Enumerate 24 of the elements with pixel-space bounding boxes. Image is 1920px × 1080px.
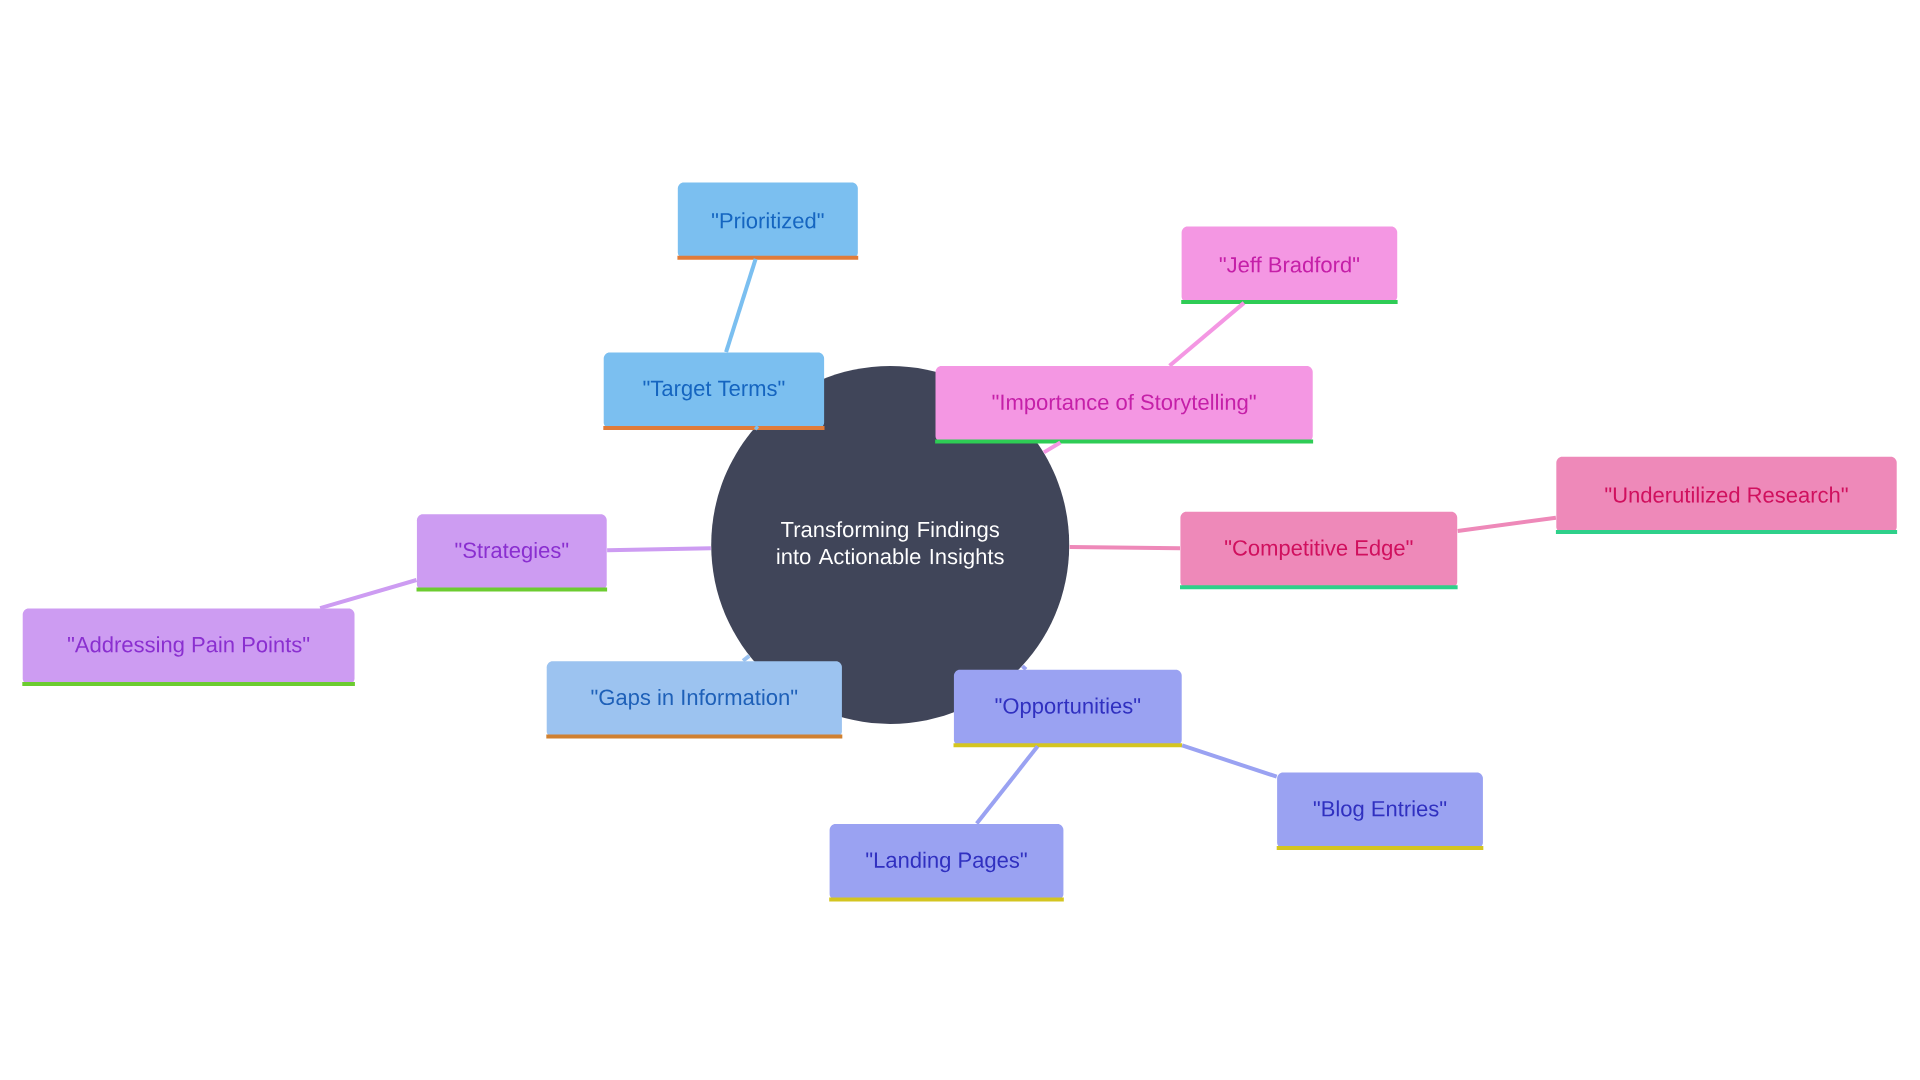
connector-line [1069,544,1181,551]
connector-line [1457,515,1557,534]
connector-line [741,654,751,663]
topic-box: "Competitive Edge" [1180,511,1458,590]
connector-line [753,425,760,431]
topic-box: "Jeff Bradford" [1181,226,1398,304]
topic-box: "Strategies" [416,514,608,592]
connector-line [1021,664,1028,671]
topic-box: "Underutilized Research" [1555,456,1898,535]
connector-line [1042,440,1062,455]
connector-line [1168,301,1246,368]
topic-box: "Prioritized" [677,182,859,260]
connector-line [319,578,418,610]
connector-line [1181,743,1278,779]
topic-box: "Gaps in Information" [546,661,843,739]
connector-line [975,744,1040,825]
topic-box: "Importance of Storytelling" [935,366,1314,444]
topic-box: "Target Terms" [603,352,825,430]
topic-box: "Blog Entries" [1276,772,1484,850]
topic-box: "Addressing Pain Points" [22,608,355,686]
topic-box: "Landing Pages" [829,824,1064,902]
connector-line [607,546,711,553]
topic-box: "Opportunities" [953,669,1183,748]
connector-line [724,258,758,353]
